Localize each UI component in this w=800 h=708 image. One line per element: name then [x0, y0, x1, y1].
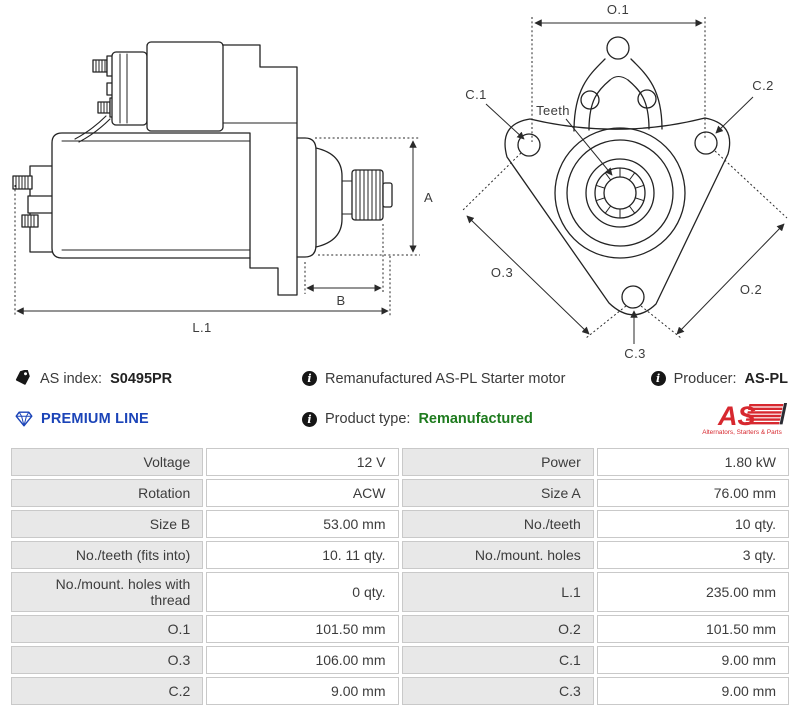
spec-label: C.3	[401, 677, 594, 705]
tag-icon	[15, 370, 30, 385]
spec-label: No./mount. holes	[401, 541, 594, 569]
spec-value: 101.50 mm	[206, 615, 399, 643]
spec-label: L.1	[401, 572, 594, 612]
spec-label: Rotation	[11, 479, 204, 507]
spec-value: 106.00 mm	[206, 646, 399, 674]
dim-label-l1: L.1	[192, 320, 211, 335]
technical-drawings: A B L.1	[12, 2, 788, 361]
as-index-label: AS index:	[40, 370, 103, 387]
spec-value: 9.00 mm	[596, 677, 789, 705]
spec-value: 9.00 mm	[206, 677, 399, 705]
table-row: O.3 106.00 mm C.1 9.00 mm	[11, 646, 789, 674]
spec-label: No./mount. holes with thread	[11, 572, 204, 612]
table-row: No./mount. holes with thread 0 qty. L.1 …	[11, 572, 789, 612]
dim-label-b: B	[336, 293, 345, 308]
as-pl-logo: AS Alternators, Starters & Parts	[702, 401, 788, 436]
dim-label-o2: O.2	[740, 282, 762, 297]
spec-label: C.2	[11, 677, 204, 705]
spec-label: Power	[401, 448, 594, 476]
dim-label-c3: C.3	[624, 346, 645, 361]
as-index: AS index: S0495PR	[15, 370, 302, 387]
spec-label: Size A	[401, 479, 594, 507]
product-description: i Remanufactured AS-PL Starter motor	[302, 371, 651, 387]
dim-label-c1: C.1	[465, 87, 486, 102]
table-row: Size B 53.00 mm No./teeth 10 qty.	[11, 510, 789, 538]
spec-label: Size B	[11, 510, 204, 538]
spec-value: 12 V	[206, 448, 399, 476]
spec-value: 101.50 mm	[596, 615, 789, 643]
starter-side-view-drawing: A B L.1	[12, 41, 433, 335]
dim-label-a: A	[424, 190, 433, 205]
premium-line-label: PREMIUM LINE	[41, 411, 149, 427]
spec-label: C.1	[401, 646, 594, 674]
product-type-value: Remanufactured	[418, 411, 533, 427]
spec-value: 9.00 mm	[596, 646, 789, 674]
spec-value: 235.00 mm	[596, 572, 789, 612]
table-row: Voltage 12 V Power 1.80 kW	[11, 448, 789, 476]
spec-table: Voltage 12 V Power 1.80 kW Rotation ACW …	[8, 445, 792, 708]
spec-label: O.1	[11, 615, 204, 643]
diamond-icon	[15, 411, 33, 427]
spec-value: 53.00 mm	[206, 510, 399, 538]
spec-value: ACW	[206, 479, 399, 507]
producer-label: Producer:	[673, 370, 737, 387]
spec-value: 76.00 mm	[596, 479, 789, 507]
logo-as-text: AS	[717, 401, 756, 431]
spec-value: 10. 11 qty.	[206, 541, 399, 569]
teeth-label: Teeth	[536, 103, 570, 118]
table-row: No./teeth (fits into) 10. 11 qty. No./mo…	[11, 541, 789, 569]
starter-front-view-drawing: O.1 C.1 C.2 Teeth O.3 O.2	[462, 2, 788, 361]
spec-value: 1.80 kW	[596, 448, 789, 476]
spec-value: 0 qty.	[206, 572, 399, 612]
product-type: i Product type: Remanufactured	[302, 411, 651, 427]
premium-line-badge: PREMIUM LINE	[15, 411, 302, 427]
logo-tagline: Alternators, Starters & Parts	[702, 429, 782, 436]
spec-label: No./teeth (fits into)	[11, 541, 204, 569]
dim-label-c2: C.2	[752, 78, 773, 93]
table-row: C.2 9.00 mm C.3 9.00 mm	[11, 677, 789, 705]
dim-label-o3: O.3	[491, 265, 513, 280]
as-index-value: S0495PR	[110, 370, 173, 387]
table-row: O.1 101.50 mm O.2 101.50 mm	[11, 615, 789, 643]
product-description-text: Remanufactured AS-PL Starter motor	[325, 370, 566, 387]
spec-label: No./teeth	[401, 510, 594, 538]
dim-label-o1: O.1	[607, 2, 629, 17]
producer: i Producer: AS-PL	[650, 370, 789, 387]
spec-value: 3 qty.	[596, 541, 789, 569]
info-icon: i	[302, 371, 317, 386]
spec-label: O.2	[401, 615, 594, 643]
producer-value: AS-PL	[744, 370, 789, 387]
spec-label: Voltage	[11, 448, 204, 476]
brand-logo: AS Alternators, Starters & Parts	[692, 401, 788, 437]
info-icon: i	[650, 371, 666, 386]
spec-value: 10 qty.	[596, 510, 789, 538]
product-type-label: Product type:	[325, 411, 411, 427]
product-info: AS index: S0495PR i Remanufactured AS-PL…	[0, 364, 800, 441]
info-icon: i	[302, 411, 317, 427]
spec-label: O.3	[11, 646, 204, 674]
table-row: Rotation ACW Size A 76.00 mm	[11, 479, 789, 507]
